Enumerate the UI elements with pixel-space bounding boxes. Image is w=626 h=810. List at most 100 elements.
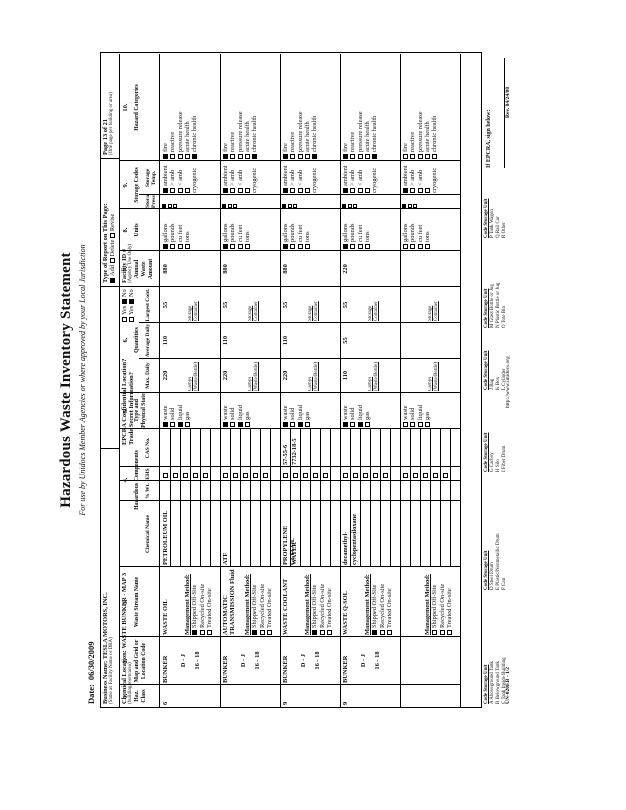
hazard-checkbox[interactable] <box>343 154 349 159</box>
ehs-checkbox[interactable] <box>283 473 288 478</box>
temp-checkbox[interactable] <box>297 188 303 193</box>
hazard-checkbox[interactable] <box>245 154 251 159</box>
pressure-checkbox[interactable] <box>353 204 358 208</box>
state-checkbox[interactable] <box>410 422 416 427</box>
pressure-checkbox[interactable] <box>293 204 298 208</box>
state-checkbox[interactable] <box>177 422 183 427</box>
pressure-checkbox[interactable] <box>233 204 238 208</box>
management-checkbox[interactable] <box>312 630 318 635</box>
revise-checkbox[interactable] <box>110 233 116 239</box>
management-checkbox[interactable] <box>432 630 438 635</box>
hazard-checkbox[interactable] <box>365 154 371 159</box>
ehs-checkbox[interactable] <box>223 473 228 478</box>
temp-checkbox[interactable] <box>417 188 423 193</box>
management-checkbox[interactable] <box>439 630 445 635</box>
ehs-checkbox[interactable] <box>363 473 368 478</box>
unit-checkbox[interactable] <box>425 244 431 249</box>
unit-checkbox[interactable] <box>230 244 236 249</box>
ehs-checkbox[interactable] <box>433 473 438 478</box>
temp-checkbox[interactable] <box>290 188 296 193</box>
pressure-checkbox[interactable] <box>222 204 226 208</box>
temp-checkbox[interactable] <box>283 188 289 193</box>
unit-checkbox[interactable] <box>237 244 243 249</box>
ehs-checkbox[interactable] <box>413 473 418 478</box>
ehs-checkbox[interactable] <box>313 473 318 478</box>
ehs-checkbox[interactable] <box>193 473 198 478</box>
temp-checkbox[interactable] <box>163 188 169 193</box>
unit-checkbox[interactable] <box>410 244 416 249</box>
state-checkbox[interactable] <box>237 422 243 427</box>
management-checkbox[interactable] <box>199 630 205 635</box>
state-checkbox[interactable] <box>245 422 251 427</box>
add-checkbox[interactable] <box>110 278 116 283</box>
state-checkbox[interactable] <box>357 422 363 427</box>
unit-checkbox[interactable] <box>403 244 409 249</box>
ehs-checkbox[interactable] <box>233 473 238 478</box>
management-checkbox[interactable] <box>267 630 273 635</box>
unit-checkbox[interactable] <box>163 244 169 249</box>
temp-checkbox[interactable] <box>305 188 311 193</box>
unit-checkbox[interactable] <box>343 244 349 249</box>
ehs-checkbox[interactable] <box>403 473 408 478</box>
management-checkbox[interactable] <box>192 630 198 635</box>
ehs-checkbox[interactable] <box>323 473 328 478</box>
state-checkbox[interactable] <box>305 422 311 427</box>
management-checkbox[interactable] <box>387 630 393 635</box>
ehs-checkbox[interactable] <box>293 473 298 478</box>
pressure-checkbox[interactable] <box>407 204 412 208</box>
hazard-checkbox[interactable] <box>170 154 176 159</box>
temp-checkbox[interactable] <box>185 188 191 193</box>
temp-checkbox[interactable] <box>177 188 183 193</box>
state-checkbox[interactable] <box>365 422 371 427</box>
hazard-checkbox[interactable] <box>185 154 191 159</box>
unit-checkbox[interactable] <box>365 244 371 249</box>
pressure-checkbox[interactable] <box>167 204 172 208</box>
temp-checkbox[interactable] <box>170 188 176 193</box>
temp-checkbox[interactable] <box>350 188 356 193</box>
hazard-checkbox[interactable] <box>297 154 303 159</box>
hazard-checkbox[interactable] <box>432 154 438 159</box>
state-checkbox[interactable] <box>417 422 423 427</box>
state-checkbox[interactable] <box>290 422 296 427</box>
delete-checkbox[interactable] <box>110 258 116 264</box>
hazard-checkbox[interactable] <box>417 154 423 159</box>
hazard-checkbox[interactable] <box>237 154 243 159</box>
pressure-checkbox[interactable] <box>347 204 352 208</box>
ehs-checkbox[interactable] <box>263 473 268 478</box>
temp-checkbox[interactable] <box>410 188 416 193</box>
temp-checkbox[interactable] <box>365 188 371 193</box>
unit-checkbox[interactable] <box>290 244 296 249</box>
ehs-checkbox[interactable] <box>173 473 178 478</box>
state-checkbox[interactable] <box>425 422 431 427</box>
hazard-checkbox[interactable] <box>372 154 378 159</box>
pressure-checkbox[interactable] <box>402 204 406 208</box>
ehs-checkbox[interactable] <box>343 473 348 478</box>
temp-checkbox[interactable] <box>223 188 229 193</box>
unit-checkbox[interactable] <box>185 244 191 249</box>
ehs-checkbox[interactable] <box>353 473 358 478</box>
pressure-checkbox[interactable] <box>342 204 346 208</box>
ehs-checkbox[interactable] <box>423 473 428 478</box>
unit-checkbox[interactable] <box>357 244 363 249</box>
pressure-checkbox[interactable] <box>287 204 292 208</box>
pressure-checkbox[interactable] <box>413 204 418 208</box>
temp-checkbox[interactable] <box>343 188 349 193</box>
ehs-checkbox[interactable] <box>253 473 258 478</box>
state-checkbox[interactable] <box>230 422 236 427</box>
state-checkbox[interactable] <box>343 422 349 427</box>
ehs-checkbox[interactable] <box>243 473 248 478</box>
pressure-checkbox[interactable] <box>227 204 232 208</box>
ehs-checkbox[interactable] <box>303 473 308 478</box>
state-checkbox[interactable] <box>185 422 191 427</box>
management-checkbox[interactable] <box>372 630 378 635</box>
hazard-checkbox[interactable] <box>163 154 169 159</box>
state-checkbox[interactable] <box>283 422 289 427</box>
unit-checkbox[interactable] <box>417 244 423 249</box>
state-checkbox[interactable] <box>170 422 176 427</box>
hazard-checkbox[interactable] <box>410 154 416 159</box>
temp-checkbox[interactable] <box>237 188 243 193</box>
unit-checkbox[interactable] <box>297 244 303 249</box>
temp-checkbox[interactable] <box>245 188 251 193</box>
state-checkbox[interactable] <box>163 422 169 427</box>
hazard-checkbox[interactable] <box>357 154 363 159</box>
